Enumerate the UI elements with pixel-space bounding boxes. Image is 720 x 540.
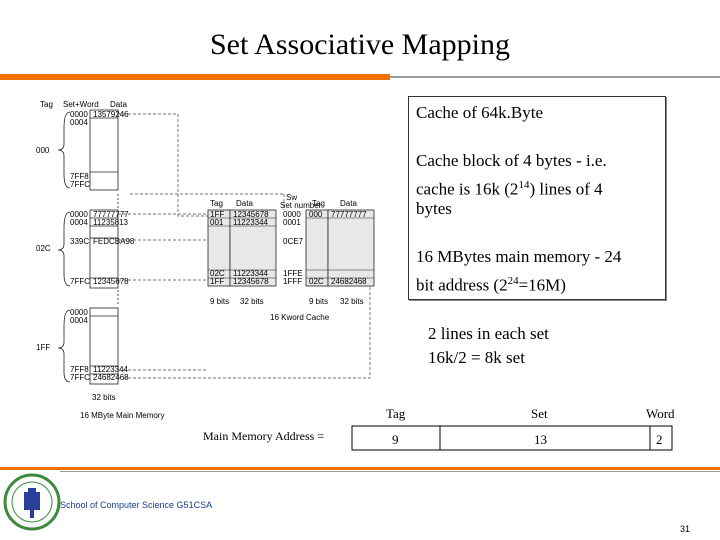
addr-field-bits-set: 13 [534,432,547,447]
cache-tag: 001 [210,218,224,227]
set-number: 1FFE [283,269,303,278]
addr: 0000 [70,210,88,219]
cache-col-data: Data [236,199,253,208]
cache-col-data-2: Data [340,199,357,208]
mem-col-data: Data [110,100,127,109]
cache-col-tag-2: Tag [312,199,325,208]
addr: 0004 [70,118,88,127]
cache-tag: 02C [210,269,225,278]
set-number: 0001 [283,218,301,227]
set-associative-diagram: Tag Set+Word Data 000 02C 1FF 0000 0004 … [36,100,375,420]
addr: 7FFC [70,373,90,382]
cache-data: 12345678 [233,210,269,219]
data-value: 12345678 [93,277,129,286]
page-number: 31 [680,524,691,534]
tag-000: 000 [36,146,50,155]
title-underline-orange [0,74,390,80]
addr: 7FFC [70,180,90,189]
cache-tag-bits: 9 bits [210,297,229,306]
address-format: Tag Set Word Main Memory Address = 9 13 … [203,406,675,451]
note-memory-line2: bit address (224=16M) [416,275,566,295]
addr-field-bits-word: 2 [656,432,663,447]
cache-tag: 1FF [210,277,224,286]
cache-data: 77777777 [331,210,367,219]
title-underline-gray [390,76,720,78]
data-value: 77777777 [93,210,129,219]
footer-text: School of Computer Science G51CSA [60,500,213,510]
main-memory [89,109,119,385]
note-block-line2: cache is 16k (214) lines of 4 [416,179,603,199]
note-memory-line1: 16 MBytes main memory - 24 [416,247,622,266]
note-block-line1: Cache block of 4 bytes - i.e. [416,151,607,170]
notes-box [408,96,666,300]
cache-tag: 000 [309,210,323,219]
university-seal-logo [3,473,61,531]
addr-field-name-set: Set [531,406,548,421]
addr: 339C [70,237,89,246]
cache-tag: 1FF [210,210,224,219]
data-value: 11235813 [93,218,129,227]
set-number: 1FFF [283,277,302,286]
data-value: 24682468 [93,373,129,382]
data-value: FEDCBA98 [93,237,135,246]
tag-02c: 02C [36,244,51,253]
address-label: Main Memory Address = [203,429,324,443]
addr: 7FF8 [70,172,89,181]
mem-caption: 16 MByte Main Memory [80,411,164,420]
tag-1ff: 1FF [36,343,50,352]
note-set-info: 2 lines in each set 16k/2 = 8k set [428,322,549,370]
mem-col-setword: Set+Word [63,100,99,109]
cache-col-tag: Tag [210,199,223,208]
cache-tag: 02C [309,277,324,286]
data-value: 13579246 [93,110,129,119]
addr-field-name-word: Word [646,406,675,421]
footer-rule-orange [0,467,720,470]
cache-data: 11223344 [233,218,269,227]
cache-tag-bits: 9 bits [309,297,328,306]
footer-rule-gray [60,471,720,472]
addr: 7FFC [70,277,90,286]
note-lines-per-set: 2 lines in each set [428,324,549,343]
cache-data-bits: 32 bits [340,297,364,306]
addr-field-name-tag: Tag [386,406,406,421]
cache-data: 11223344 [233,269,269,278]
cache-data: 24682468 [331,277,367,286]
addr: 0004 [70,316,88,325]
set-number: 0000 [283,210,301,219]
addr: 0000 [70,110,88,119]
set-number: 0CE7 [283,237,304,246]
note-set-count: 16k/2 = 8k set [428,348,525,367]
cache-data: 12345678 [233,277,269,286]
addr-field-bits-tag: 9 [392,432,399,447]
mem-bits: 32 bits [92,393,116,402]
data-value: 11223344 [93,365,129,374]
note-cache-size: Cache of 64k.Byte [416,103,543,122]
cache-data-bits: 32 bits [240,297,264,306]
slide-title: Set Associative Mapping [210,28,510,61]
mem-col-tag: Tag [40,100,53,109]
cache-caption: 16 Kword Cache [270,313,330,322]
addr: 0004 [70,218,88,227]
note-block-line3: bytes [416,199,452,218]
addr: 0000 [70,308,88,317]
sw-label: Sw [286,193,297,202]
set-number-header: Set number [280,201,322,210]
addr: 7FF8 [70,365,89,374]
